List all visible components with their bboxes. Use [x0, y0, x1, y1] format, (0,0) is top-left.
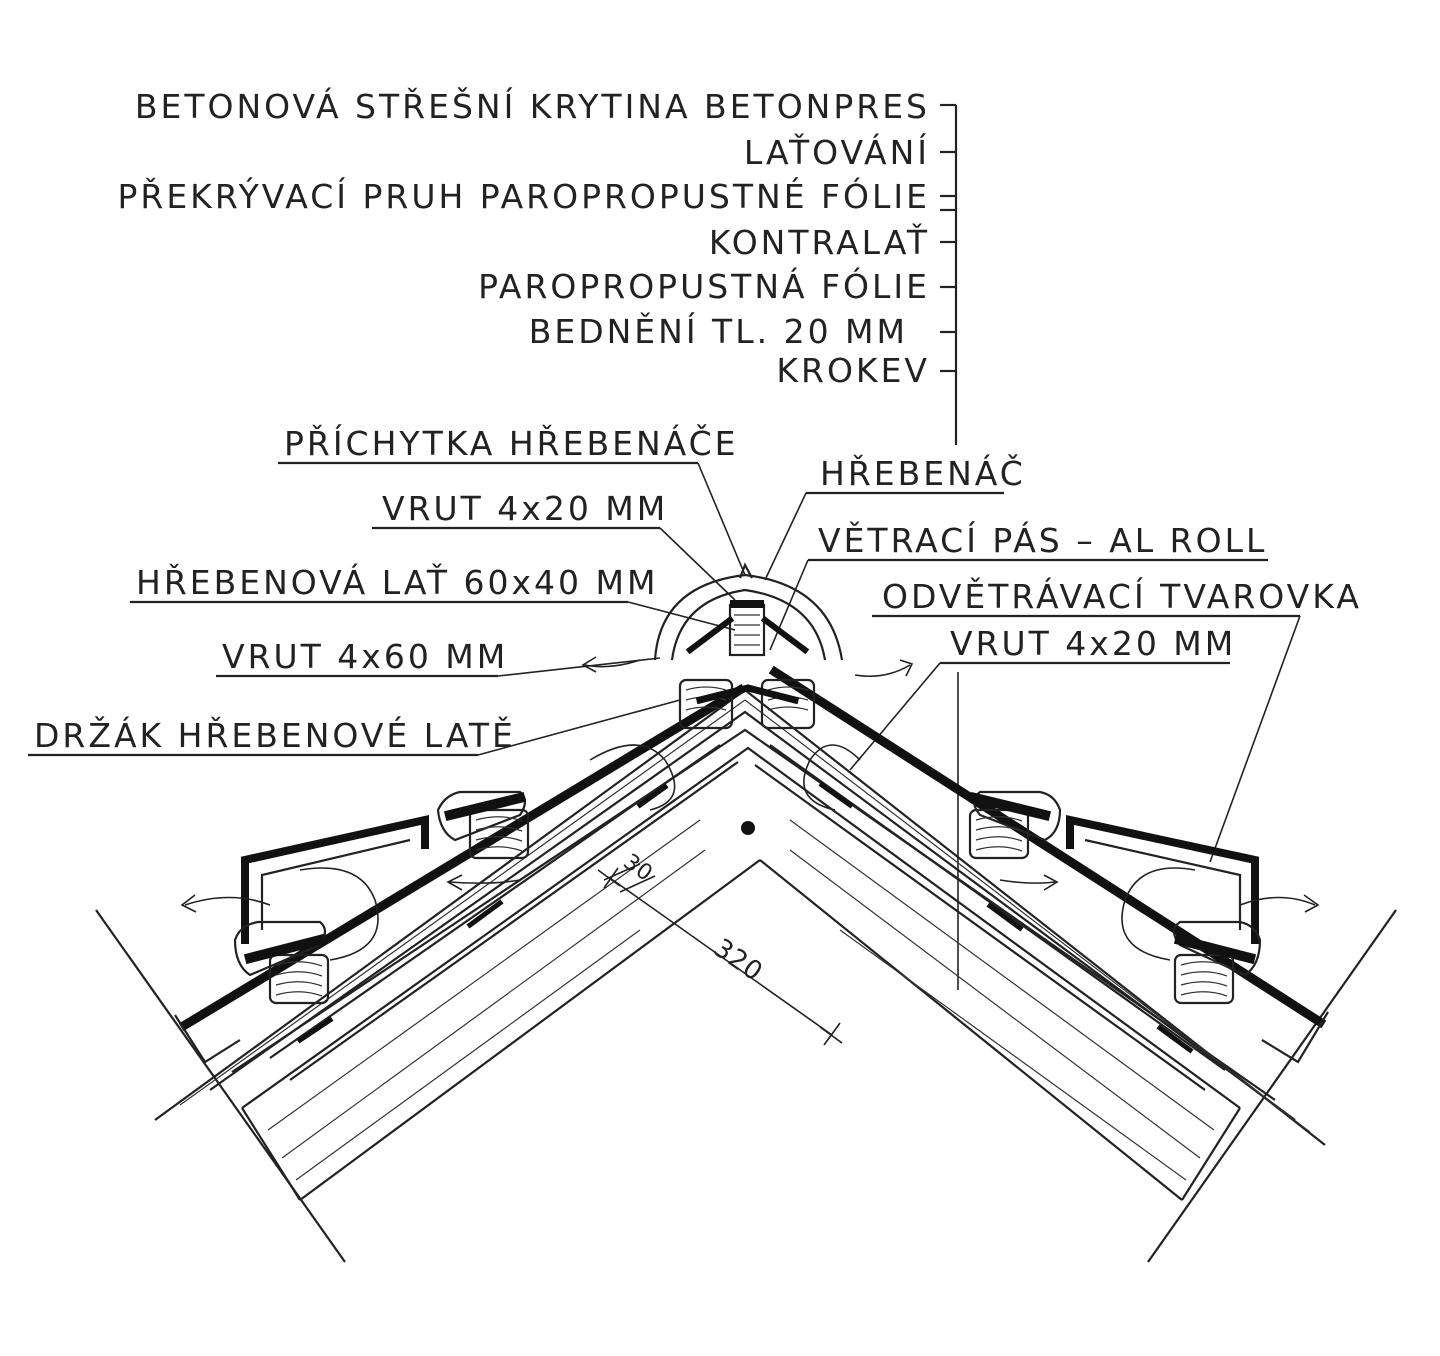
rafters [95, 746, 1397, 1263]
label-counter-batten: KONTRALAŤ [709, 222, 930, 262]
layer-labels: BETONOVÁ STŘEŠNÍ KRYTINA BETONPRES LAŤOV… [118, 86, 931, 390]
counter-battens [269, 744, 1226, 1091]
batten-right-upper [968, 791, 1052, 860]
batten-left-upper [443, 791, 530, 860]
airflow-arrows [180, 656, 1320, 961]
layer-leader-bracket [940, 103, 958, 445]
label-ventilation-strip: VĚTRACÍ PÁS – AL ROLL [818, 520, 1267, 560]
label-roof-covering: BETONOVÁ STŘEŠNÍ KRYTINA BETONPRES [135, 86, 930, 126]
ridge-batten-holders [678, 678, 816, 730]
label-vent-tile: ODVĚTRÁVACÍ TVAROVKA [882, 576, 1362, 616]
label-boarding: BEDNĚNÍ TL. 20 MM [529, 311, 908, 351]
batten-right-lower [1173, 933, 1257, 1005]
label-overlap-membrane-strip: PŘEKRÝVACÍ PRUH PAROPROPUSTNÉ FÓLIE [118, 176, 931, 216]
batten-left-lower [243, 933, 330, 1005]
dimension-320: 320 [597, 867, 843, 1046]
label-ridge-tile-clip: PŘÍCHYTKA HŘEBENÁČE [284, 423, 739, 463]
battens [243, 678, 1257, 1005]
dimension-label-320: 320 [708, 933, 768, 988]
right-labels: HŘEBENÁČ VĚTRACÍ PÁS – AL ROLL ODVĚTRÁVA… [806, 453, 1362, 665]
label-rafter: KROKEV [776, 351, 930, 390]
label-screw-4x20-left: VRUT 4x20 MM [382, 489, 668, 528]
left-labels: PŘÍCHYTKA HŘEBENÁČE VRUT 4x20 MM HŘEBENO… [28, 423, 739, 757]
label-screw-4x20-right: VRUT 4x20 MM [950, 624, 1236, 663]
label-ridge-tile: HŘEBENÁČ [820, 453, 1026, 493]
boarding-layers [154, 688, 1326, 1146]
label-screw-4x60: VRUT 4x60 MM [222, 637, 508, 676]
label-ridge-batten-holder: DRŽÁK HŘEBENOVÉ LATĚ [34, 715, 516, 755]
ridge-center-point [741, 821, 755, 835]
label-battens: LAŤOVÁNÍ [744, 132, 930, 172]
label-ridge-batten: HŘEBENOVÁ LAŤ 60x40 MM [136, 562, 658, 602]
label-breathable-membrane: PAROPROPUSTNÁ FÓLIE [478, 266, 930, 306]
ridge-assembly [653, 562, 844, 705]
